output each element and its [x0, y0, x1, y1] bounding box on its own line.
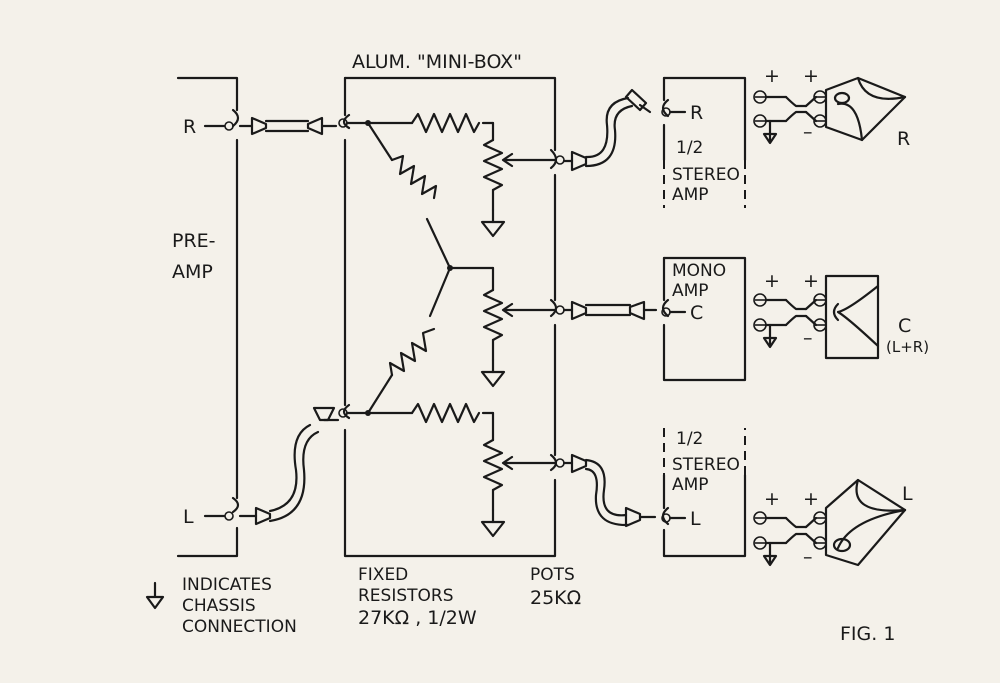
mono-amp	[661, 256, 747, 382]
left-speaker-horn	[824, 478, 907, 567]
left-amp-label-1: 1/2	[676, 429, 703, 449]
left-amp-label-2: STEREO	[672, 455, 740, 475]
left-speaker-label: L	[902, 483, 913, 505]
chassis-ground-icon	[145, 581, 165, 610]
left-amp-plus: +	[764, 488, 780, 510]
center-speaker-minus: –	[803, 327, 813, 349]
center-output-terminals	[753, 293, 827, 349]
right-amp-label-3: AMP	[672, 185, 709, 205]
fixed-resistors-line2: RESISTORS	[358, 586, 454, 606]
right-speaker-label: R	[897, 128, 910, 150]
cable-left-amp	[562, 453, 657, 528]
left-stereo-amp	[661, 428, 747, 558]
right-amp-input-label: R	[690, 102, 703, 124]
left-amp-input-label: L	[690, 508, 701, 530]
right-output-terminals	[753, 90, 827, 145]
preamp-box	[176, 76, 240, 558]
left-amp-label-3: AMP	[672, 475, 709, 495]
center-speaker-sublabel: (L+R)	[886, 338, 929, 356]
mini-box	[342, 76, 558, 558]
legend-line3: CONNECTION	[182, 617, 297, 637]
right-amp-plus: +	[764, 65, 780, 87]
right-amp-label-1: 1/2	[676, 138, 703, 158]
right-speaker-minus: –	[803, 121, 813, 143]
preamp-label-line2: AMP	[172, 261, 213, 283]
right-amp-label-2: STEREO	[672, 165, 740, 185]
center-speaker-label: C	[898, 315, 911, 337]
left-speaker-minus: –	[803, 546, 813, 568]
pots-line2: 25KΩ	[530, 587, 581, 609]
mono-amp-label-2: AMP	[672, 281, 709, 301]
right-speaker-plus: +	[803, 65, 819, 87]
center-amp-plus: +	[764, 270, 780, 292]
preamp-right-label: R	[183, 116, 196, 138]
pots-line1: POTS	[530, 565, 575, 585]
legend-line1: INDICATES	[182, 575, 272, 595]
mono-amp-input-label: C	[690, 302, 703, 324]
resistor-network	[345, 112, 557, 538]
cable-left-preamp	[238, 406, 340, 526]
right-speaker-horn	[824, 76, 907, 142]
left-output-terminals	[753, 511, 827, 567]
cable-right-amp	[562, 88, 652, 172]
cable-center-amp	[562, 300, 658, 321]
figure-label: FIG. 1	[840, 623, 895, 645]
center-speaker-plus: +	[803, 270, 819, 292]
preamp-left-label: L	[183, 506, 194, 528]
legend-line2: CHASSIS	[182, 596, 256, 616]
preamp-label-line1: PRE-	[172, 230, 216, 252]
fixed-resistors-line3: 27KΩ , 1/2W	[358, 607, 477, 629]
fixed-resistors-line1: FIXED	[358, 565, 408, 585]
mono-amp-label-1: MONO	[672, 261, 726, 281]
cable-right-preamp	[238, 116, 338, 136]
left-speaker-plus: +	[803, 488, 819, 510]
mini-box-title: ALUM. "MINI-BOX"	[352, 51, 522, 73]
center-speaker	[824, 274, 880, 360]
right-stereo-amp	[661, 76, 747, 208]
